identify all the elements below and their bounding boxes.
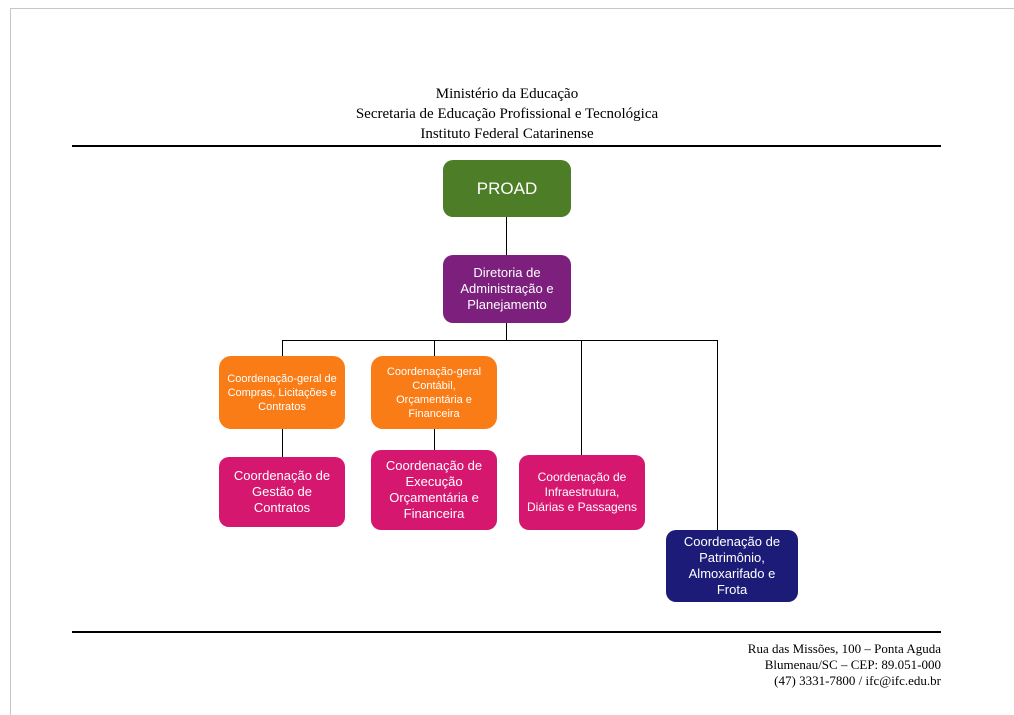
connector-contabil-execucao — [434, 429, 435, 450]
node-coordenacao-infraestrutura: Coordenação de Infraestrutura, Diárias e… — [519, 455, 645, 530]
node-coordenacao-geral-contabil: Coordenação-geral Contábil, Orçamentária… — [371, 356, 497, 429]
connector-diretoria-bus — [506, 323, 507, 340]
connector-drop-patrimonio — [717, 340, 718, 530]
page-edge-top — [10, 8, 1014, 9]
document-header: Ministério da Educação Secretaria de Edu… — [0, 84, 1014, 144]
node-coordenacao-gestao-contratos: Coordenação de Gestão de Contratos — [219, 457, 345, 527]
page-edge-left — [10, 8, 11, 715]
connector-proad-diretoria — [506, 217, 507, 255]
node-proad: PROAD — [443, 160, 571, 217]
header-divider — [72, 145, 941, 147]
footer-address-line: Rua das Missões, 100 – Ponta Aguda — [747, 641, 941, 656]
connector-bus — [282, 340, 718, 341]
document-footer: Rua das Missões, 100 – Ponta Aguda Blume… — [748, 641, 941, 689]
header-line-institute: Instituto Federal Catarinense — [420, 126, 594, 142]
footer-divider — [72, 631, 941, 633]
node-diretoria-administracao: Diretoria de Administração e Planejament… — [443, 255, 571, 323]
connector-drop-compras — [282, 340, 283, 356]
header-line-ministry: Ministério da Educação — [435, 86, 579, 102]
connector-compras-gestao — [282, 429, 283, 457]
footer-city-line: Blumenau/SC – CEP: 89.051-000 — [764, 657, 941, 672]
node-coordenacao-patrimonio: Coordenação de Patrimônio, Almoxarifado … — [666, 530, 798, 602]
node-coordenacao-execucao-orcamentaria: Coordenação de Execução Orçamentária e F… — [371, 450, 497, 530]
header-line-secretariat: Secretaria de Educação Profissional e Te… — [355, 106, 659, 122]
footer-contact-line: (47) 3331-7800 / ifc@ifc.edu.br — [774, 673, 941, 688]
connector-drop-infraestrutura — [581, 340, 582, 455]
node-coordenacao-geral-compras: Coordenação-geral de Compras, Licitações… — [219, 356, 345, 429]
connector-drop-contabil — [434, 340, 435, 356]
